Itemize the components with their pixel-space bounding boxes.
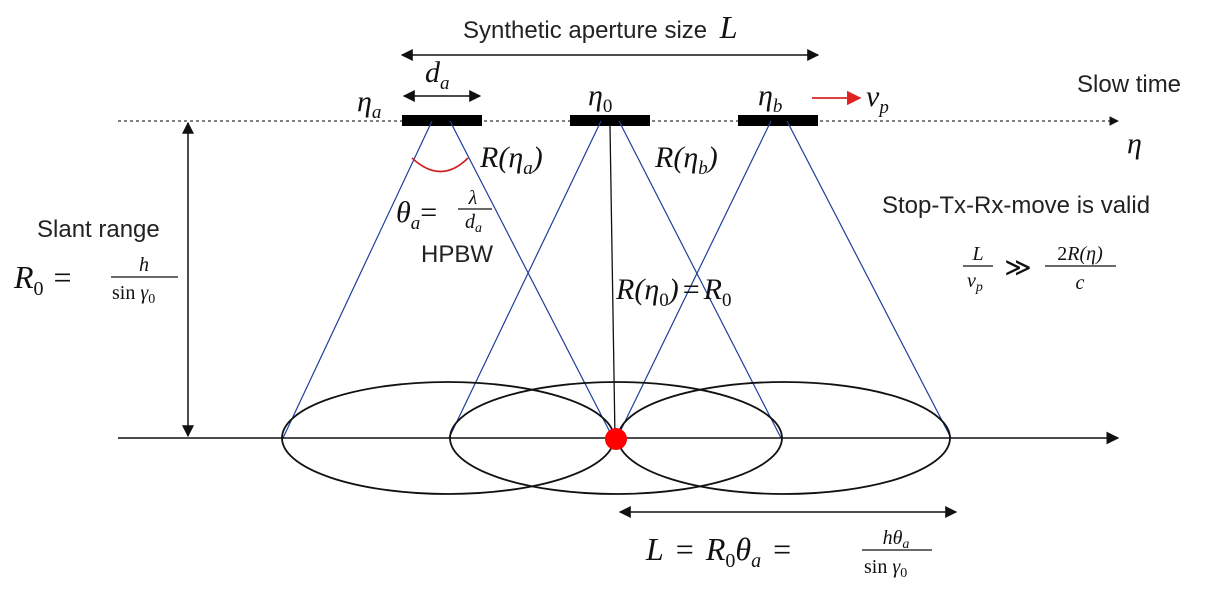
closest-approach-line: [609, 125, 616, 439]
stop-operator: ≫: [1004, 253, 1031, 282]
beam-b-right-edge: [786, 120, 952, 439]
eta-a-label: ηa: [357, 85, 381, 123]
beam-a-right-edge: [449, 120, 614, 439]
velocity-label: vp: [866, 80, 889, 118]
slow-time-label: Slow time: [1077, 71, 1181, 98]
antenna-length-label: da: [425, 56, 450, 94]
title-prefix: Synthetic aperture size: [463, 17, 707, 44]
title-text: Synthetic aperture size L: [463, 9, 738, 45]
beamwidth-formula-lhs: θa=: [396, 196, 437, 234]
stop-rhs-denominator: c: [1076, 272, 1085, 294]
slant-range-label: Slant range: [37, 216, 160, 243]
beam-lines: [282, 120, 952, 439]
antenna-bar-b: [738, 115, 818, 126]
beam-0-left-edge: [448, 120, 602, 439]
stop-lhs-denominator: vp: [967, 270, 983, 295]
eta-0-label: η0: [588, 79, 612, 117]
hpbw-label: HPBW: [421, 241, 493, 268]
beam-a-left-edge: [282, 120, 433, 439]
slow-time-eta-symbol: η: [1127, 127, 1142, 160]
title-var: L: [719, 9, 738, 45]
stop-condition-label: Stop-Tx-Rx-move is valid: [882, 192, 1150, 219]
target-point: [605, 428, 627, 450]
footprint-formula-numerator: hθa: [883, 527, 910, 552]
beam-0-right-edge: [618, 120, 782, 439]
range-eta-b-label: R(ηb): [654, 141, 718, 179]
range-eta-0-label: R(η0)=R0: [615, 273, 731, 311]
stop-lhs-numerator: L: [971, 243, 983, 265]
eta-b-label: ηb: [758, 79, 782, 117]
slant-range-numerator: h: [139, 254, 149, 276]
beamwidth-denominator: da: [465, 211, 482, 236]
slant-range-lhs: R0=: [13, 259, 72, 300]
beam-b-left-edge: [616, 120, 772, 439]
stop-rhs-numerator: 2R(η): [1057, 243, 1103, 265]
footprint-formula-lhs: L=R0θa=: [645, 531, 791, 572]
beamwidth-arc: [411, 157, 469, 173]
antenna-bar-a: [402, 115, 482, 126]
range-eta-a-label: R(ηa): [479, 141, 543, 179]
footprint-ellipse-0: [449, 381, 783, 495]
antenna-bar-0: [570, 115, 650, 126]
beamwidth-numerator: λ: [468, 187, 478, 209]
